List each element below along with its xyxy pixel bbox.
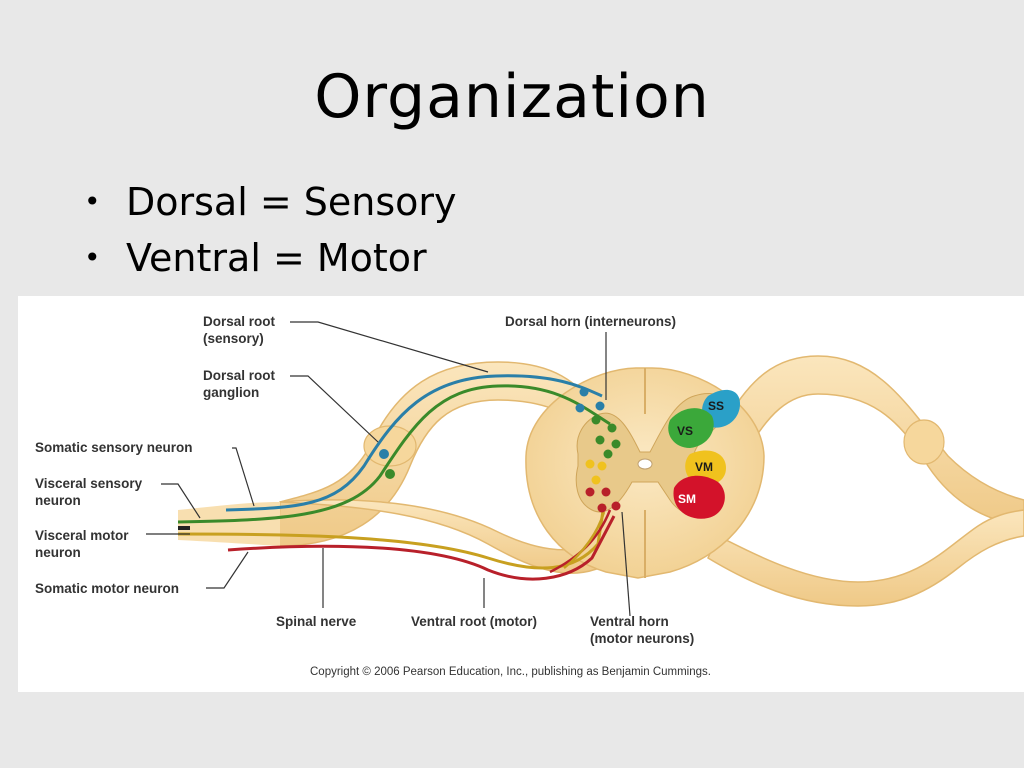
label-spinal-nerve: Spinal nerve xyxy=(276,614,357,629)
label-ventral-horn-sub: (motor neurons) xyxy=(590,631,694,646)
label-dorsal-root-sub: (sensory) xyxy=(203,331,264,346)
zone-label-vs: VS xyxy=(677,424,693,438)
bullet-item: • Ventral = Motor xyxy=(84,232,457,288)
zone-label-ss: SS xyxy=(708,399,724,413)
bullet-icon: • xyxy=(84,185,101,218)
sensory-cell-body xyxy=(385,469,395,479)
right-dorsal-root xyxy=(716,355,1024,527)
bullet-item: • Dorsal = Sensory xyxy=(84,176,457,232)
leader-lines xyxy=(146,321,631,617)
label-dorsal-root: Dorsal root xyxy=(203,314,276,329)
zone-vs xyxy=(668,408,714,448)
label-somatic-motor-neuron: Somatic motor neuron xyxy=(35,581,179,596)
label-somatic-sensory-neuron: Somatic sensory neuron xyxy=(35,440,193,455)
label-ventral-root: Ventral root (motor) xyxy=(411,614,537,629)
spinal-cord-diagram: SS VS VM SM xyxy=(18,296,1024,692)
label-visceral-sensory-neuron: Visceral sensory xyxy=(35,476,143,491)
label-dorsal-root-ganglion: Dorsal root xyxy=(203,368,276,383)
label-dorsal-horn: Dorsal horn (interneurons) xyxy=(505,314,676,329)
right-dorsal-root-ganglion xyxy=(903,419,945,465)
sensory-cell-body xyxy=(379,449,389,459)
visceral-motor-fiber xyxy=(563,511,606,569)
right-ventral-root xyxy=(707,509,1024,607)
label-visceral-motor-neuron: Visceral motor xyxy=(35,528,129,543)
zone-label-sm: SM xyxy=(678,492,696,506)
bullet-text: Ventral = Motor xyxy=(126,236,427,280)
visceral-sensory-fiber xyxy=(177,384,611,524)
label-visceral-sensory-neuron-sub: neuron xyxy=(35,493,81,508)
zone-sm xyxy=(673,475,725,519)
bullet-text: Dorsal = Sensory xyxy=(126,180,457,224)
interneuron-cluster xyxy=(575,387,621,459)
somatic-sensory-fiber xyxy=(225,374,603,512)
label-ventral-horn: Ventral horn xyxy=(590,614,669,629)
bullet-icon: • xyxy=(84,241,101,274)
ventral-horn-neurons xyxy=(585,459,621,513)
somatic-motor-fiber xyxy=(227,515,616,581)
slide-title: Organization xyxy=(314,62,710,132)
dorsal-root-ganglion xyxy=(363,425,417,467)
copyright-text: Copyright © 2006 Pearson Education, Inc.… xyxy=(310,666,711,678)
label-visceral-motor-neuron-sub: neuron xyxy=(35,545,81,560)
zone-label-vm: VM xyxy=(695,460,713,474)
bullet-list: • Dorsal = Sensory • Ventral = Motor xyxy=(84,176,457,288)
spinal-cord-illustration: SS VS VM SM xyxy=(35,314,1024,678)
central-canal xyxy=(637,458,653,470)
label-dorsal-root-ganglion-sub: ganglion xyxy=(203,385,259,400)
